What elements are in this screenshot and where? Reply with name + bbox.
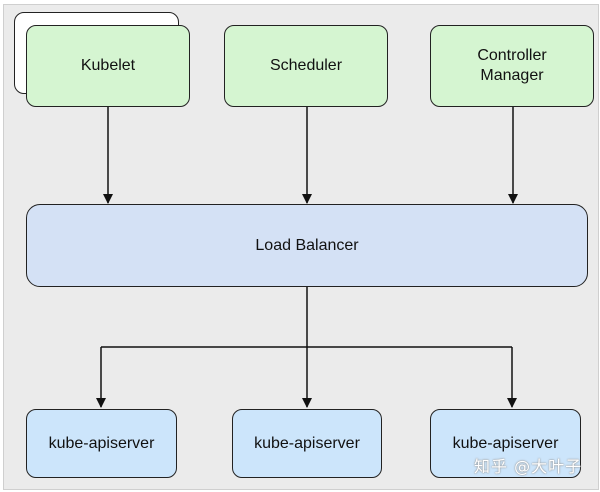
kubelet-node: Kubelet <box>26 25 190 107</box>
apiserver-node-2: kube-apiserver <box>232 409 382 478</box>
apiserver-node-1: kube-apiserver <box>26 409 177 478</box>
controller-manager-label: Controller Manager <box>477 47 547 84</box>
scheduler-label: Scheduler <box>269 57 343 74</box>
kubelet-label: Kubelet <box>80 57 136 74</box>
load-balancer-node: Load Balancer <box>26 204 588 287</box>
apiserver-label-3: kube-apiserver <box>452 434 559 452</box>
scheduler-node: Scheduler <box>224 25 388 107</box>
load-balancer-label: Load Balancer <box>255 236 359 254</box>
watermark: 知乎 @大叶子 <box>474 457 583 476</box>
apiserver-label-2: kube-apiserver <box>254 434 360 452</box>
apiserver-label-1: kube-apiserver <box>48 434 155 452</box>
controller-manager-node: Controller Manager <box>430 25 594 107</box>
apiserver-node-3: kube-apiserver <box>430 409 581 478</box>
